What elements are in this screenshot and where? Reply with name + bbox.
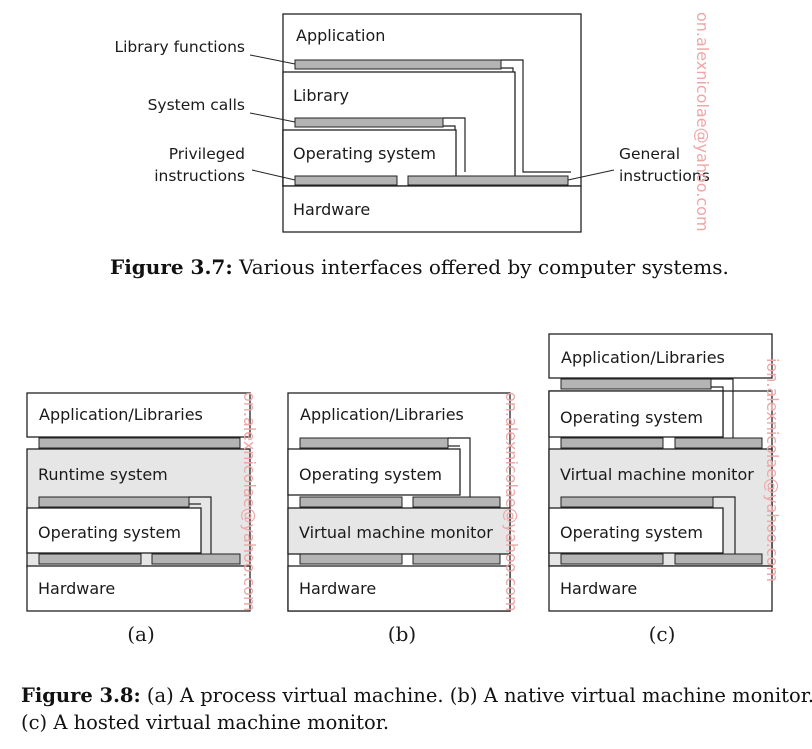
panel-a-app-label: Application/Libraries <box>39 405 203 424</box>
panel-b-os-privileged-bar <box>299 496 403 508</box>
panel-c: Application/Libraries Operating system V… <box>548 333 773 646</box>
panel-a-general-bar <box>151 553 241 565</box>
system-calls-leader <box>249 112 296 123</box>
figure-3-8-caption-text-line2: (c) A hosted virtual machine monitor. <box>21 711 390 734</box>
figure-3-8-caption-line1: Figure 3.8: (a) A process virtual machin… <box>21 684 812 707</box>
figure-3-8-caption-line2: (c) A hosted virtual machine monitor. <box>21 711 389 734</box>
panel-c-host-os-label: Operating system <box>560 523 703 542</box>
privileged-annotation-line2: instructions <box>154 167 245 185</box>
panel-b-vmm-label: Virtual machine monitor <box>299 523 493 542</box>
system-calls-annotation: System calls <box>148 96 245 114</box>
panel-c-guest-privileged-bar <box>560 437 664 449</box>
system-calls-bar <box>294 117 444 128</box>
panel-c-hw-privileged-bar <box>560 553 664 565</box>
panel-a-hw-label: Hardware <box>38 579 115 598</box>
panel-a-caption: (a) <box>127 622 155 646</box>
general-instructions-bar <box>407 175 569 186</box>
watermark-panel-b: on.alexnicolae@yahoo.com <box>502 392 521 612</box>
privileged-leader <box>251 169 296 181</box>
library-connector <box>443 117 466 172</box>
figure-3-8-caption-text-line1: (a) A process virtual machine. (b) A nat… <box>140 684 812 707</box>
watermark-panel-a: on.alexnicolae@yahoo.com <box>240 392 259 612</box>
panel-b-caption: (b) <box>388 622 416 646</box>
panel-a-app-interface-bar <box>38 437 241 449</box>
panel-c-app-connector <box>711 378 734 438</box>
library-functions-leader <box>249 54 296 65</box>
panel-b-app-label: Application/Libraries <box>300 405 464 424</box>
general-annotation-line1: General <box>619 145 680 163</box>
application-label: Application <box>296 26 385 45</box>
panel-b-vmm-box <box>287 507 511 555</box>
panel-b: Application/Libraries Operating system V… <box>287 392 511 646</box>
general-annotation-line2: instructions <box>619 167 710 185</box>
figure-3-7-caption-label: Figure 3.7: <box>110 255 233 279</box>
panel-c-host-os-box <box>548 507 724 554</box>
panel-c-guest-os-inner <box>548 390 724 438</box>
panel-b-hw-general-bar <box>412 553 501 565</box>
hardware-box <box>282 185 582 233</box>
panel-c-caption: (c) <box>649 622 676 646</box>
panel-b-app-connector <box>448 437 471 497</box>
panel-b-os-box <box>287 448 461 496</box>
hardware-label: Hardware <box>293 200 370 219</box>
panel-a-hw-box <box>26 565 251 612</box>
panel-c-app-interface-bar <box>560 378 712 390</box>
panel-c-hw-general-bar <box>674 553 763 565</box>
panel-c-guest-general-bar <box>674 437 763 449</box>
panel-a: Application/Libraries Runtime system Ope… <box>26 392 251 646</box>
panel-b-os-label: Operating system <box>299 465 442 484</box>
panel-c-hw-label: Hardware <box>560 579 637 598</box>
panel-c-app-label: Application/Libraries <box>561 348 725 367</box>
panel-b-hw-privileged-bar <box>299 553 403 565</box>
panel-b-hw-label: Hardware <box>299 579 376 598</box>
panel-c-vmm-interface-bar <box>560 496 714 508</box>
general-leader <box>567 169 615 181</box>
application-connector <box>501 59 571 173</box>
watermark-panel-c: ion.alexnicolae@yahoo.com <box>763 358 782 582</box>
panel-a-privileged-bar <box>38 553 142 565</box>
figure-3-7-caption: Figure 3.7: Various interfaces offered b… <box>110 255 729 279</box>
figure-3-7-caption-text: Various interfaces offered by computer s… <box>232 255 729 279</box>
panel-a-os-label: Operating system <box>38 523 181 542</box>
panel-b-os-general-bar <box>412 496 501 508</box>
panel-b-hw-box <box>287 565 511 612</box>
operating-system-label: Operating system <box>293 144 436 163</box>
library-label: Library <box>293 86 349 105</box>
panel-a-runtime-interface-bar <box>38 496 190 508</box>
figure-3-7: Application Library Operating system Har… <box>114 13 710 233</box>
privileged-instructions-bar <box>294 175 398 186</box>
panel-c-guest-os-label: Operating system <box>560 408 703 427</box>
figure-3-8-caption-label: Figure 3.8: <box>21 684 141 707</box>
panel-a-os-box <box>26 507 202 554</box>
panel-c-hw-box <box>548 565 773 612</box>
panel-a-app-box <box>26 392 251 438</box>
panel-b-app-interface-bar <box>299 437 449 449</box>
library-functions-bar <box>294 59 502 70</box>
panel-a-runtime-label: Runtime system <box>38 465 168 484</box>
panel-c-vmm-label: Virtual machine monitor <box>560 465 754 484</box>
privileged-annotation-line1: Privileged <box>169 145 245 163</box>
watermark-fig37: on.alexnicolae@yahoo.com <box>693 12 712 232</box>
library-functions-annotation: Library functions <box>114 38 245 56</box>
panel-c-app-box <box>548 333 773 379</box>
